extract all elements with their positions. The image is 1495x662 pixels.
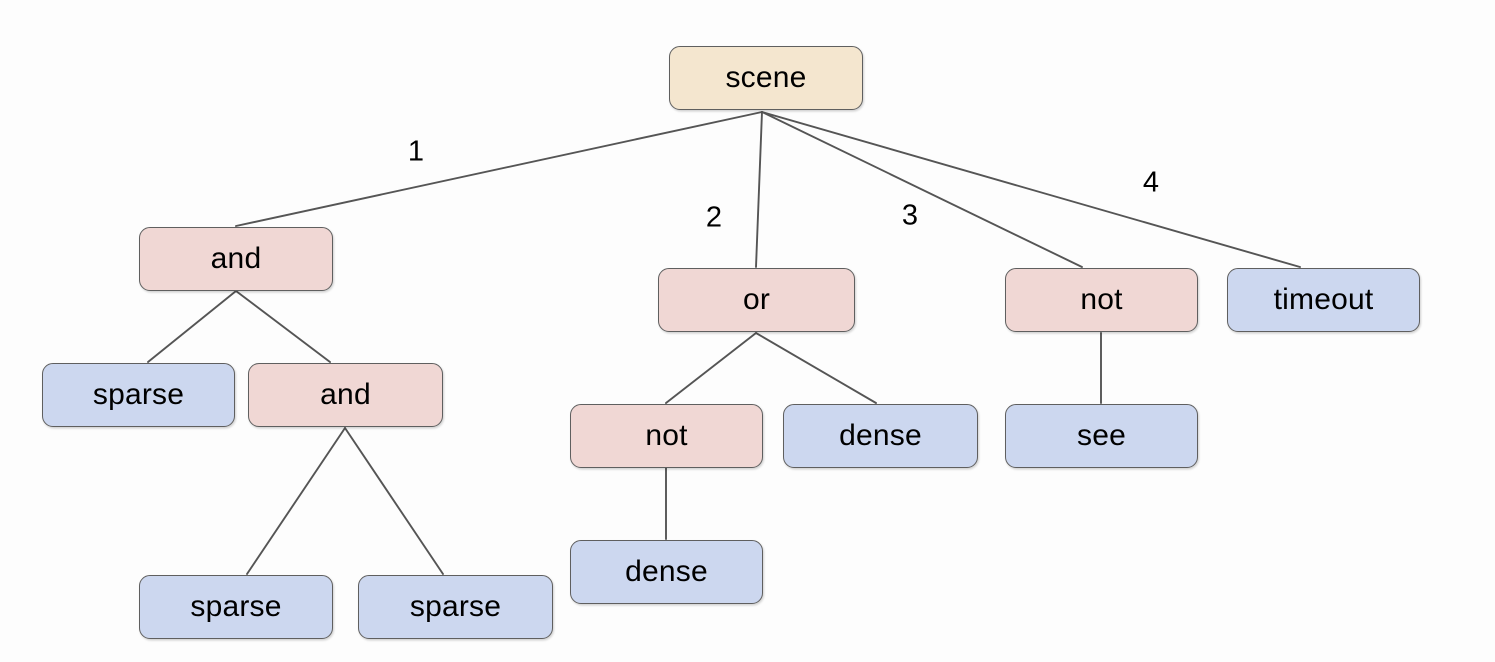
tree-node-and1[interactable]: and [139, 227, 333, 291]
tree-edge [665, 332, 757, 404]
tree-node-label: scene [725, 61, 807, 94]
tree-node-dense1[interactable]: dense [783, 404, 978, 468]
tree-node-label: sparse [190, 590, 282, 623]
tree-node-and2[interactable]: and [248, 363, 443, 427]
edge-label-3: 3 [901, 199, 919, 232]
tree-node-label: see [1077, 419, 1126, 452]
tree-node-label: timeout [1273, 283, 1374, 316]
tree-node-scene[interactable]: scene [669, 46, 863, 110]
tree-edge [344, 427, 444, 575]
tree-edge [755, 111, 763, 268]
tree-edge [246, 427, 346, 575]
tree-edge [761, 111, 1301, 268]
edge-label-4: 4 [1142, 166, 1160, 199]
tree-node-sparse2[interactable]: sparse [139, 575, 333, 639]
tree-node-timeout1[interactable]: timeout [1227, 268, 1420, 332]
tree-node-label: not [1080, 283, 1123, 316]
tree-node-label: sparse [92, 378, 185, 411]
tree-edge [235, 111, 763, 227]
tree-edge [147, 290, 237, 363]
tree-node-not1[interactable]: not [1005, 268, 1198, 332]
tree-node-label: not [645, 419, 688, 452]
tree-node-not2[interactable]: not [570, 404, 763, 468]
tree-edge [755, 332, 877, 404]
tree-edge [235, 290, 331, 363]
tree-edge [761, 111, 1083, 268]
tree-node-sparse1[interactable]: sparse [42, 363, 235, 427]
tree-node-dense2[interactable]: dense [570, 540, 763, 604]
edge-label-1: 1 [407, 135, 425, 168]
tree-node-label: dense [839, 419, 922, 452]
tree-node-label: and [210, 242, 262, 275]
tree-node-label: sparse [409, 590, 502, 623]
tree-node-see1[interactable]: see [1005, 404, 1198, 468]
tree-node-label: or [742, 283, 771, 316]
tree-node-label: and [320, 378, 371, 411]
tree-node-or1[interactable]: or [658, 268, 855, 332]
tree-node-sparse3[interactable]: sparse [358, 575, 553, 639]
tree-node-label: dense [625, 555, 708, 588]
edge-label-2: 2 [705, 201, 723, 234]
